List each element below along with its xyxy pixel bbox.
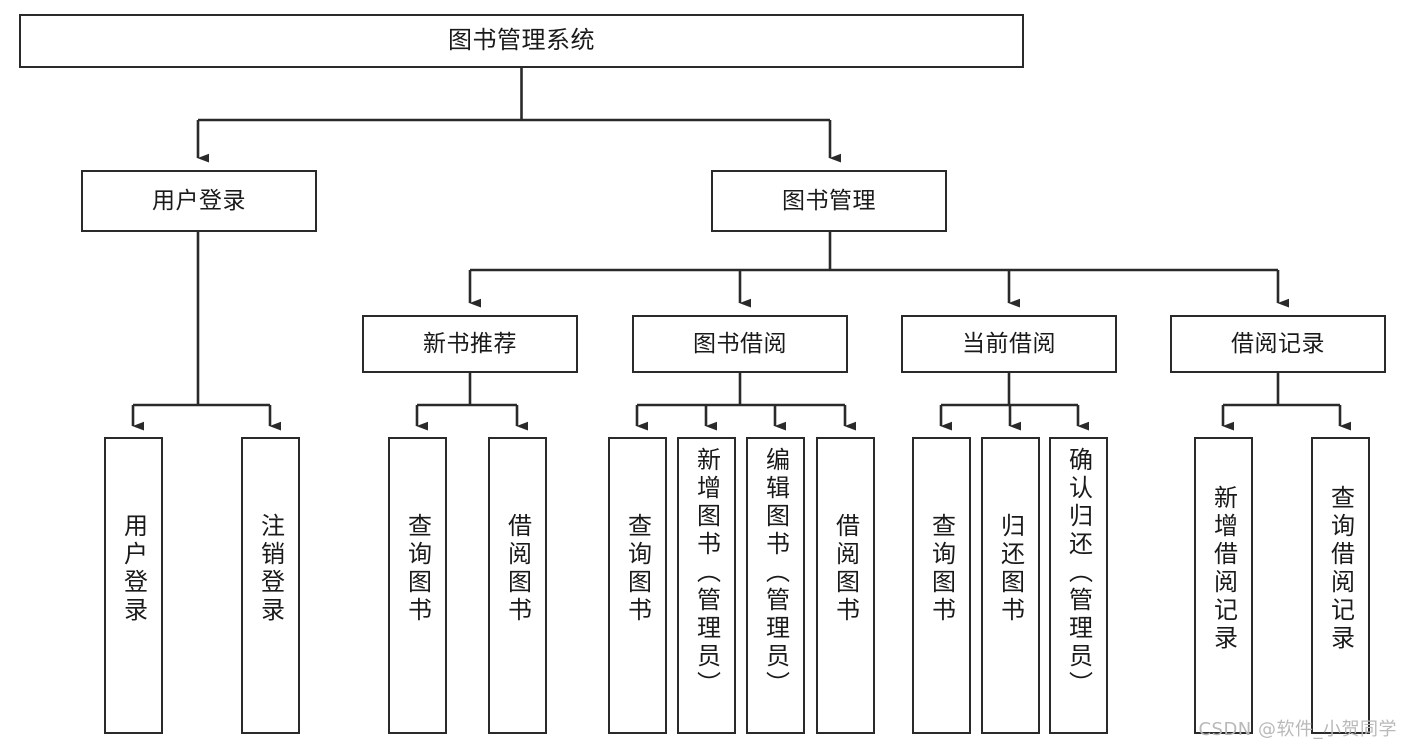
leaf-book-borrow-borrow-book[interactable]: 借阅图书: [816, 437, 875, 734]
node-label: 新增图书（管理员）: [692, 447, 721, 699]
node-book-borrow[interactable]: 图书借阅: [632, 315, 848, 373]
node-borrow-record[interactable]: 借阅记录: [1170, 315, 1386, 373]
node-label: 查询图书: [623, 513, 652, 625]
leaf-user-login-login[interactable]: 用户登录: [104, 437, 163, 734]
node-label: 注销登录: [256, 513, 285, 625]
node-label: 图书管理系统: [448, 26, 595, 55]
node-label: 借阅图书: [831, 513, 860, 625]
leaf-new-book-query-book[interactable]: 查询图书: [388, 437, 447, 734]
node-user-login[interactable]: 用户登录: [81, 170, 317, 232]
node-book-management[interactable]: 图书管理: [711, 170, 947, 232]
node-current-borrow[interactable]: 当前借阅: [901, 315, 1117, 373]
leaf-borrow-record-add-record[interactable]: 新增借阅记录: [1194, 437, 1253, 734]
node-label: 归还图书: [996, 513, 1025, 625]
leaf-current-borrow-confirm-return[interactable]: 确认归还（管理员）: [1049, 437, 1108, 734]
leaf-borrow-record-query-record[interactable]: 查询借阅记录: [1311, 437, 1370, 734]
leaf-current-borrow-return-book[interactable]: 归还图书: [981, 437, 1040, 734]
node-label: 查询图书: [403, 513, 432, 625]
leaf-book-borrow-edit-book[interactable]: 编辑图书（管理员）: [746, 437, 805, 734]
node-label: 新书推荐: [423, 330, 517, 357]
node-label: 新增借阅记录: [1209, 485, 1238, 653]
leaf-new-book-borrow-book[interactable]: 借阅图书: [488, 437, 547, 734]
node-label: 查询图书: [927, 513, 956, 625]
leaf-current-borrow-query-book[interactable]: 查询图书: [912, 437, 971, 734]
node-new-book-recommend[interactable]: 新书推荐: [362, 315, 578, 373]
node-label: 借阅图书: [503, 513, 532, 625]
node-label: 当前借阅: [962, 330, 1056, 357]
node-label: 确认归还（管理员）: [1064, 447, 1093, 699]
node-label: 用户登录: [119, 513, 148, 625]
node-label: 图书借阅: [693, 330, 787, 357]
node-label: 查询借阅记录: [1326, 485, 1355, 653]
node-label: 借阅记录: [1231, 330, 1325, 357]
node-root-book-management-system[interactable]: 图书管理系统: [19, 14, 1024, 68]
leaf-book-borrow-add-book[interactable]: 新增图书（管理员）: [677, 437, 736, 734]
node-label: 用户登录: [152, 187, 246, 214]
node-label: 编辑图书（管理员）: [761, 447, 790, 699]
leaf-book-borrow-query-book[interactable]: 查询图书: [608, 437, 667, 734]
node-label: 图书管理: [782, 187, 876, 214]
leaf-user-login-logout[interactable]: 注销登录: [241, 437, 300, 734]
